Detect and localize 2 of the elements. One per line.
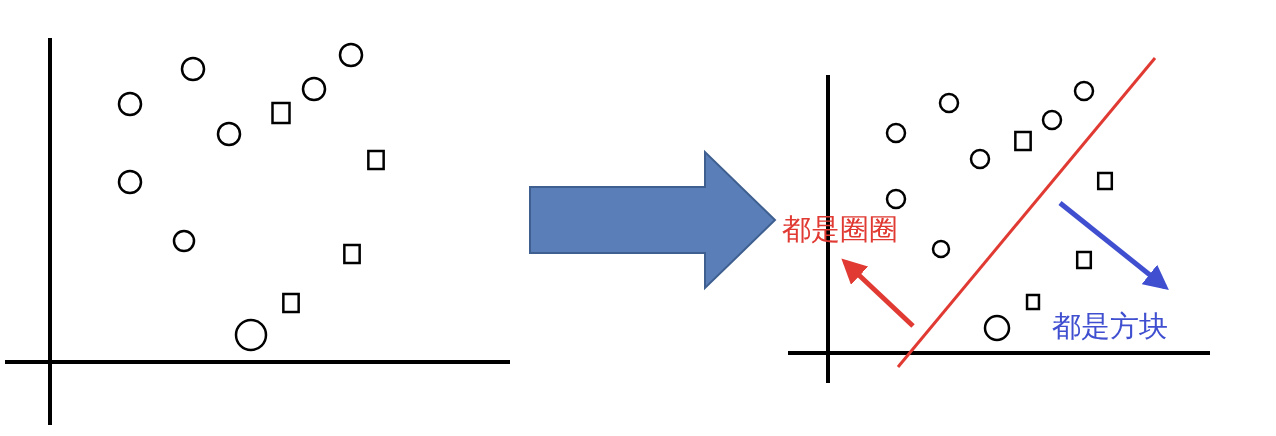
block-arrow bbox=[529, 149, 777, 291]
region-label: 都是方块 bbox=[1052, 312, 1168, 341]
